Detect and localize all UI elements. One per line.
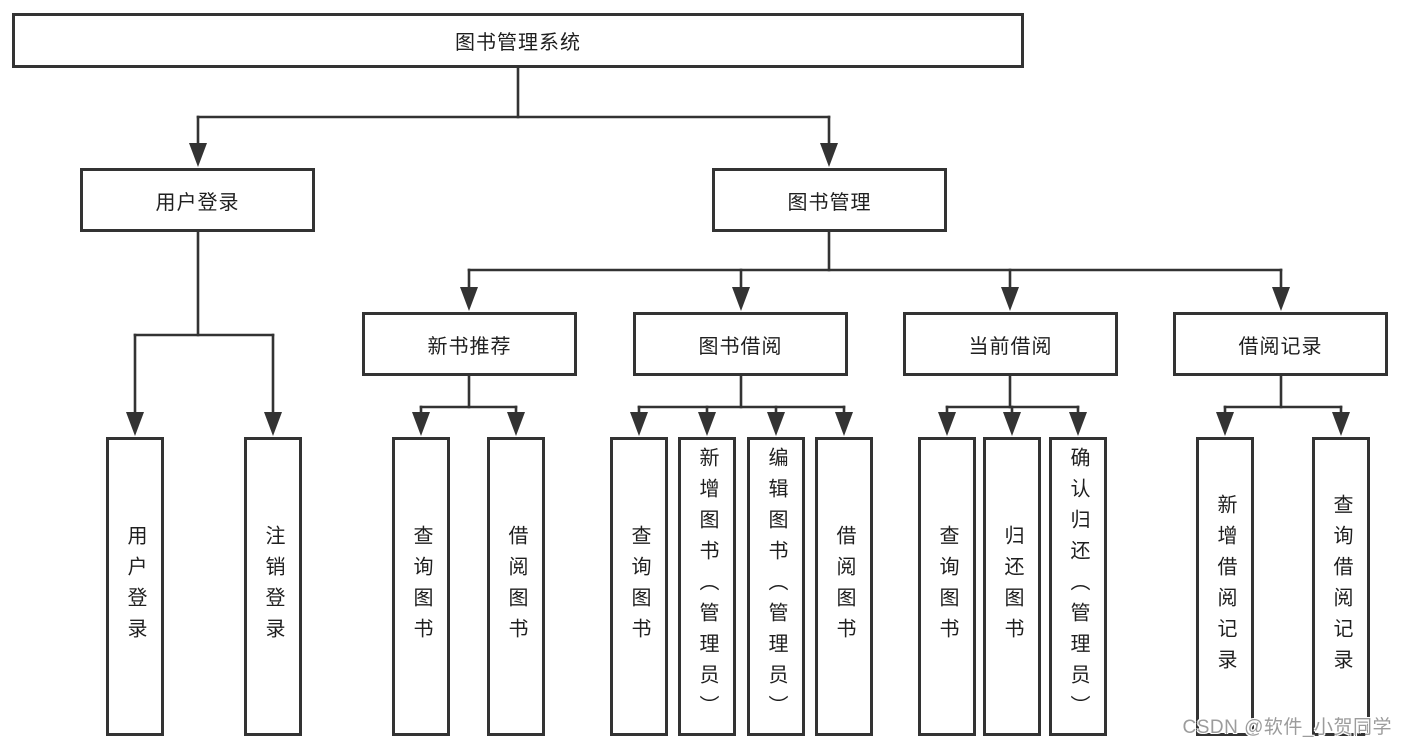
node-leaf-user-login: 用户登录 <box>106 437 164 736</box>
node-leaf-add-books-admin: 新增图书（管理员） <box>678 437 736 736</box>
node-leaf-edit-books-admin: 编辑图书（管理员） <box>747 437 805 736</box>
node-leaf-add-borrow-record: 新增借阅记录 <box>1196 437 1254 736</box>
node-current-borrowing: 当前借阅 <box>903 312 1118 376</box>
node-new-book-recommendation: 新书推荐 <box>362 312 577 376</box>
node-user-login: 用户登录 <box>80 168 315 232</box>
node-book-borrowing: 图书借阅 <box>633 312 848 376</box>
node-leaf-borrow-books-recommend: 借阅图书 <box>487 437 545 736</box>
node-system-root: 图书管理系统 <box>12 13 1024 68</box>
node-book-management: 图书管理 <box>712 168 947 232</box>
node-borrowing-records: 借阅记录 <box>1173 312 1388 376</box>
node-leaf-return-books: 归还图书 <box>983 437 1041 736</box>
node-leaf-confirm-return-admin: 确认归还（管理员） <box>1049 437 1107 736</box>
node-leaf-logout: 注销登录 <box>244 437 302 736</box>
node-leaf-query-books-recommend: 查询图书 <box>392 437 450 736</box>
node-leaf-query-books-current: 查询图书 <box>918 437 976 736</box>
watermark-text: CSDN @软件_小贺同学 <box>1182 717 1392 738</box>
node-leaf-query-borrow-record: 查询借阅记录 <box>1312 437 1370 736</box>
node-leaf-query-books-borrow: 查询图书 <box>610 437 668 736</box>
node-leaf-borrow-books: 借阅图书 <box>815 437 873 736</box>
